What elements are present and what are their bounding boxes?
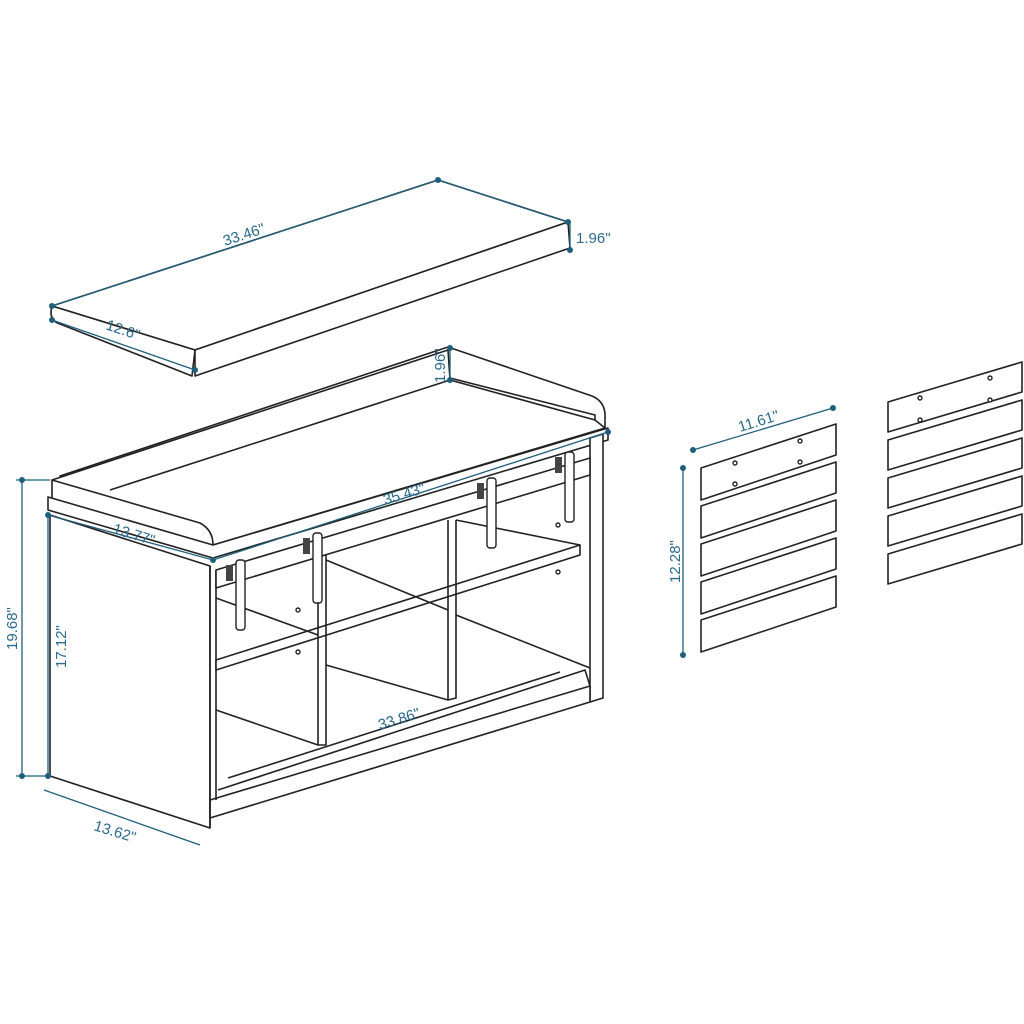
hanger-2 bbox=[303, 532, 323, 604]
door-right bbox=[887, 361, 1023, 585]
label-rail-height: 1.96" bbox=[432, 348, 449, 383]
label-base-depth: 13.62" bbox=[92, 818, 138, 847]
barn-door-rail bbox=[215, 451, 591, 631]
label-total-height: 19.68" bbox=[4, 607, 21, 650]
label-door-height: 12.28" bbox=[667, 540, 684, 583]
hanger-3 bbox=[477, 477, 497, 549]
label-inner-length: 33.86" bbox=[376, 705, 422, 734]
bench-body bbox=[47, 346, 609, 829]
hanger-1 bbox=[226, 559, 246, 631]
label-door-width: 11.61" bbox=[736, 407, 781, 435]
label-seat-height: 17.12" bbox=[53, 625, 70, 668]
door-left bbox=[700, 423, 837, 653]
label-cushion-thickness: 1.96" bbox=[576, 230, 611, 247]
dimension-lines bbox=[16, 177, 836, 846]
cushion bbox=[50, 179, 571, 377]
hanger-4 bbox=[555, 451, 575, 523]
